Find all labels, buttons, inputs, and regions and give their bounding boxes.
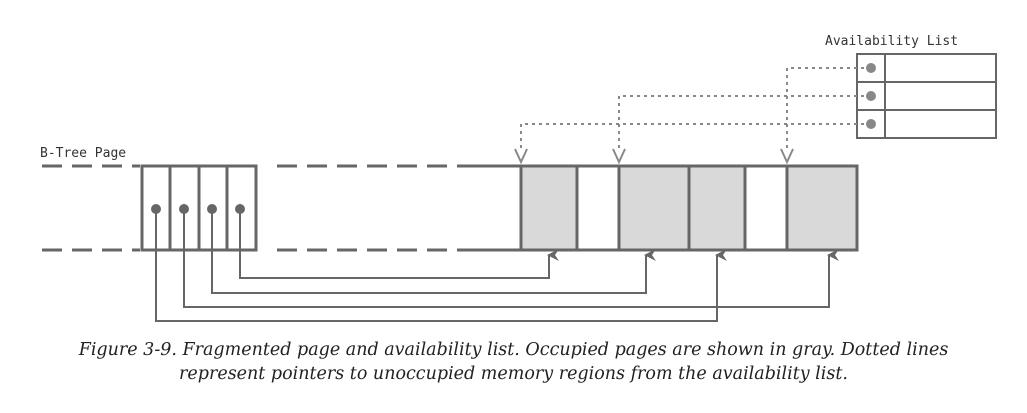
availability-entry-dot (866, 119, 876, 129)
availability-list-table (856, 53, 997, 139)
cell-pointers (155, 209, 839, 322)
availability-entry-dot (866, 63, 876, 73)
availability-list-label: Availability List (825, 34, 958, 49)
free-region (575, 164, 621, 252)
availability-entry-dot (866, 91, 876, 101)
availability-list-outline (856, 53, 997, 139)
btree-cell-array (140, 164, 258, 252)
cell-pointer-arrow (211, 209, 656, 294)
availability-pointers (520, 67, 871, 152)
cell-pointer-arrow (239, 209, 559, 279)
caption-line: Figure 3-9. Fragmented page and availabi… (78, 340, 949, 360)
btree-page-label: B-Tree Page (40, 146, 126, 161)
occupied-region (519, 164, 579, 252)
availability-pointer-dotted (618, 95, 871, 152)
cell-pointer-dot (151, 204, 161, 214)
free-region (743, 164, 789, 252)
availability-pointer-heads (514, 148, 794, 165)
memory-regions (519, 164, 859, 252)
occupied-region (785, 164, 859, 252)
cell-pointer-dot (235, 204, 245, 214)
availability-dots (866, 63, 876, 129)
availability-pointer-arrowhead (780, 148, 794, 165)
occupied-region (687, 164, 747, 252)
fragmented-page-diagram: B-Tree Page Availability List (40, 34, 997, 322)
figure-caption: Figure 3-9. Fragmented page and availabi… (0, 338, 1027, 386)
cell-pointer-arrow (183, 209, 839, 308)
cell-dots (151, 204, 245, 214)
cell-pointer-dot (179, 204, 189, 214)
caption-line: represent pointers to unoccupied memory … (179, 364, 848, 384)
availability-pointer-dotted (520, 123, 871, 152)
cell-pointer-dot (207, 204, 217, 214)
availability-pointer-arrowhead (612, 148, 626, 165)
cell-pointer-arrow (155, 209, 727, 322)
occupied-region (617, 164, 691, 252)
availability-pointer-arrowhead (514, 148, 528, 165)
